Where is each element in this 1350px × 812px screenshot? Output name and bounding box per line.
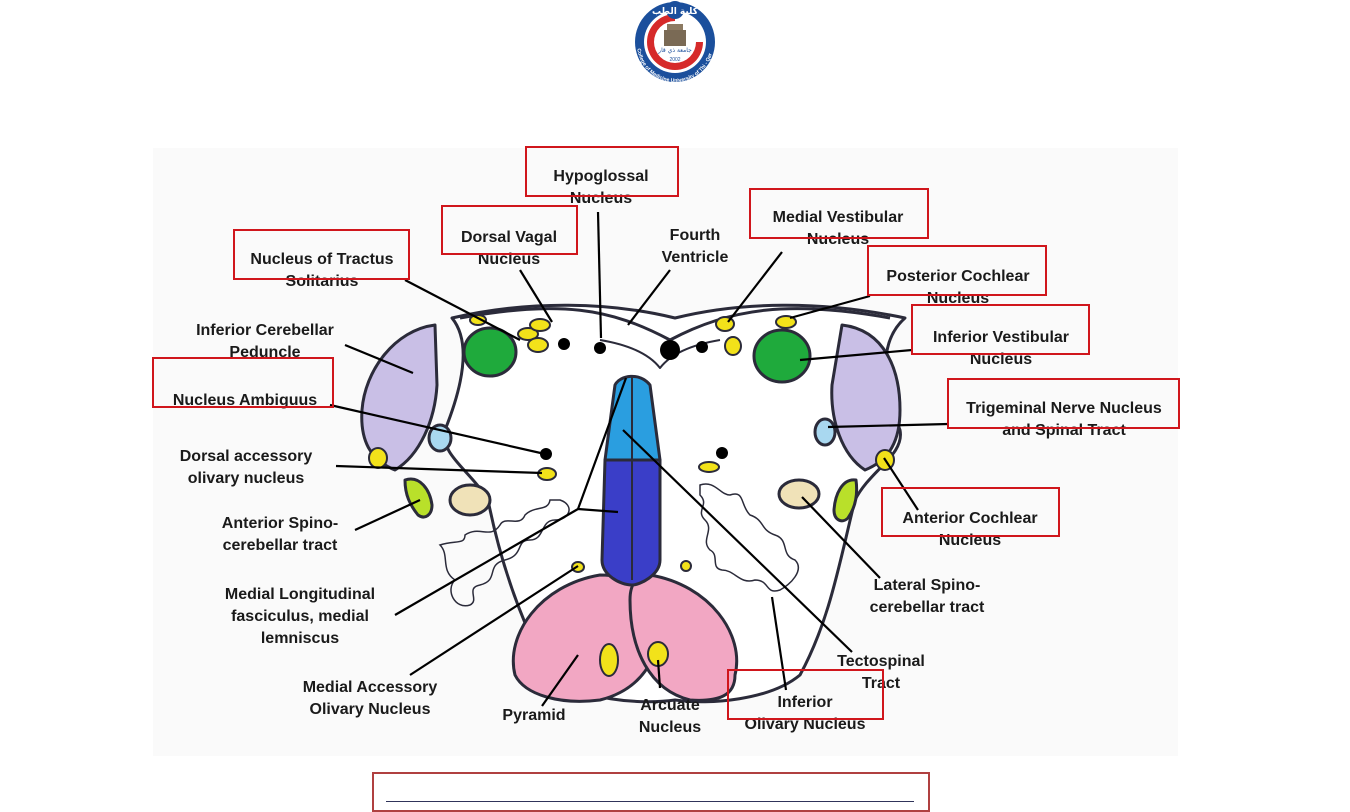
pointer-mlf-b [577,507,619,514]
yellow-nucleus [599,643,619,677]
highlight-box-anterior-cochlear [881,487,1060,537]
answer-line [386,801,914,802]
pointer-mlf-a [394,508,579,616]
label-anterior-spinocerebellar-tract: Anterior Spino-cerebellar tract [221,515,339,554]
pointer-lateral-spino [801,496,881,579]
yellow-nucleus [517,327,539,341]
highlight-box-inferior-vestibular [911,304,1090,355]
pointer-dorsal-accessory [335,464,543,475]
highlight-box-inferior-olivary [727,669,884,720]
anterior-spinocerebellar-right [832,478,859,523]
highlight-box-ambiguus [152,357,334,408]
logo-center-text: جامعة ذي قار [657,47,692,54]
label-nucleus-ambiguus: Nucleus Ambiguus [172,392,318,409]
highlight-box-dorsal-vagal [441,205,578,255]
pointer-dorsal-vagal [519,269,553,323]
pointer-posterior-cochlear [789,294,871,320]
nucleus-tractus-solitarius-left [462,326,518,378]
yellow-nucleus [537,467,557,481]
pointer-tractus-solitarius [404,279,521,341]
pointer-fourth-ventricle [627,269,671,326]
spinocerebellar-right [777,478,821,510]
pointer-inferior-vestibular [799,348,913,362]
yellow-nucleus [680,560,692,572]
pointer-inferior-cerebellar [344,343,414,375]
logo-year: 2002 [669,57,680,63]
pointer-inferior-olivary [770,596,788,691]
inferior-vestibular-nucleus-right [752,328,812,384]
black-nucleus [594,342,606,354]
label-lateral-spinocerebellar-tract: Lateral Spino-cerebellar tract [869,577,985,616]
pointer-medial-accessory [409,565,579,676]
pointer-medial-vestibular [727,251,783,323]
black-nucleus [540,448,552,460]
black-nucleus [696,341,708,353]
college-logo: كلية الطب College of Medicine University… [635,1,715,84]
pointer-arcuate [656,659,662,689]
label-pyramid: Pyramid [502,707,566,724]
yellow-nucleus [724,336,742,356]
yellow-nucleus [469,314,487,326]
pointer-anterior-cochlear [883,457,919,511]
inferior-cerebellar-peduncle-left [360,323,439,472]
inferior-olivary-nucleus-right [699,483,800,592]
pointer-mlf-c [576,377,628,510]
highlight-box-posterior-cochlear [867,245,1047,296]
highlight-box-medial-vestibular [749,188,929,239]
pointer-pyramid [541,654,579,707]
inferior-olivary-nucleus-left [438,499,570,607]
trigeminal-nucleus-right [813,417,837,447]
yellow-nucleus [368,447,388,469]
highlight-box-hypoglossal [525,146,679,197]
anterior-spinocerebellar-left [403,477,434,519]
yellow-nucleus [527,337,549,353]
spinocerebellar-left [448,483,492,517]
inferior-cerebellar-peduncle-right [830,323,902,472]
pyramid-right [628,573,739,702]
black-nucleus [558,338,570,350]
black-nucleus [716,447,728,459]
pointer-hypoglossal [596,211,603,339]
pointer-trigeminal [827,422,949,429]
yellow-nucleus [698,461,720,473]
logo-top-text: كلية الطب [652,7,699,17]
fourth-ventricle-floor [599,339,721,369]
yellow-nucleus [775,315,797,329]
yellow-nucleus [529,318,551,332]
pointer-tectospinal [622,429,853,653]
pointer-anterior-spino [354,499,421,531]
highlight-box-tractus-solitarius [233,229,410,280]
black-nucleus [660,340,680,360]
pointer-ambiguus [329,403,546,456]
highlight-box-trigeminal [947,378,1180,429]
answer-box[interactable] [372,772,930,812]
